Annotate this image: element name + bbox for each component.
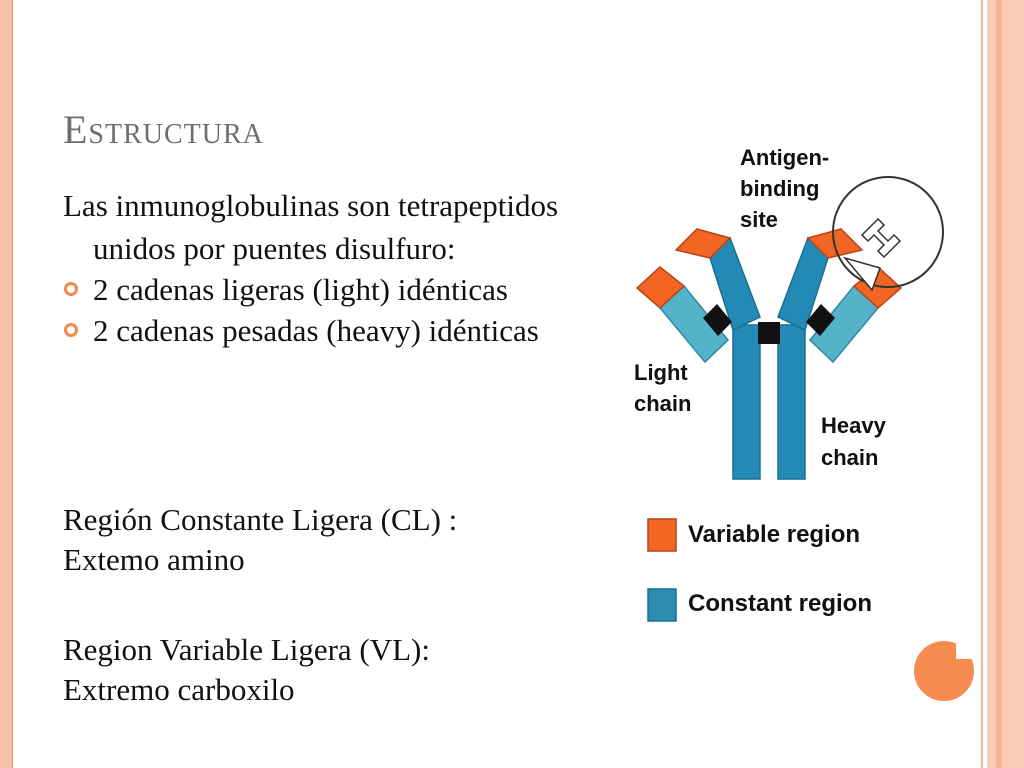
- light-left-disulfide: [703, 304, 732, 336]
- heavy-chain-label-line: Heavy: [821, 413, 887, 438]
- antigen-shape: [860, 217, 902, 259]
- corner-decoration-notch: [956, 641, 974, 659]
- heavy-variable-left: [674, 228, 732, 259]
- heavy-chain-left-stem: [732, 324, 761, 480]
- bullet-ring-icon: [64, 282, 78, 296]
- bullet-list: 2 cadenas ligeras (light) idénticas 2 ca…: [63, 270, 623, 350]
- content-body: Las inmunoglobulinas son tetrapeptidos u…: [63, 184, 623, 352]
- binding-site-pointer: [842, 256, 881, 292]
- paragraph-line: Extemo amino: [63, 542, 245, 577]
- bullet-text: 2 cadenas ligeras (light) idénticas: [93, 272, 508, 307]
- legend-swatch-variable: [647, 518, 677, 552]
- right-border-stripes: [978, 0, 1024, 768]
- light-chain-label-line: chain: [634, 391, 691, 416]
- intro-text: Las inmunoglobulinas son tetrapeptidos u…: [63, 188, 559, 266]
- bullet-ring-icon: [64, 323, 78, 337]
- paragraph-line: Region Variable Ligera (VL):: [63, 632, 430, 667]
- left-border-strip: [0, 0, 13, 768]
- light-chain-label-line: Light: [634, 360, 688, 385]
- heavy-chain-label-line: chain: [821, 445, 878, 470]
- antigen-binding-site-circle: [832, 176, 944, 288]
- slide-title: Estructura: [63, 107, 264, 152]
- antigen-label-line: site: [740, 207, 778, 232]
- heavy-chain-right-stem: [777, 324, 806, 480]
- legend-swatch-constant: [647, 588, 677, 622]
- antibody-diagram: Antigen- binding site Light chain Heavy …: [634, 145, 944, 622]
- legend-label-variable: Variable region: [688, 521, 860, 548]
- paragraph-line: Región Constante Ligera (CL) :: [63, 502, 458, 537]
- paragraph-line: Extremo carboxilo: [63, 672, 295, 707]
- legend-label-constant: Constant region: [688, 590, 872, 617]
- hinge-disulfide-bond: [758, 322, 780, 344]
- antigen-label-line: binding: [740, 176, 819, 201]
- light-variable-left: [635, 266, 686, 310]
- variable-region-paragraph: Region Variable Ligera (VL): Extremo car…: [63, 630, 623, 710]
- antigen-label-line: Antigen-: [740, 145, 829, 170]
- light-right-disulfide: [806, 304, 835, 336]
- bullet-item: 2 cadenas ligeras (light) idénticas: [63, 270, 623, 309]
- bullet-item: 2 cadenas pesadas (heavy) idénticas: [63, 311, 623, 350]
- constant-region-paragraph: Región Constante Ligera (CL) : Extemo am…: [63, 500, 623, 580]
- bullet-text: 2 cadenas pesadas (heavy) idénticas: [93, 313, 539, 348]
